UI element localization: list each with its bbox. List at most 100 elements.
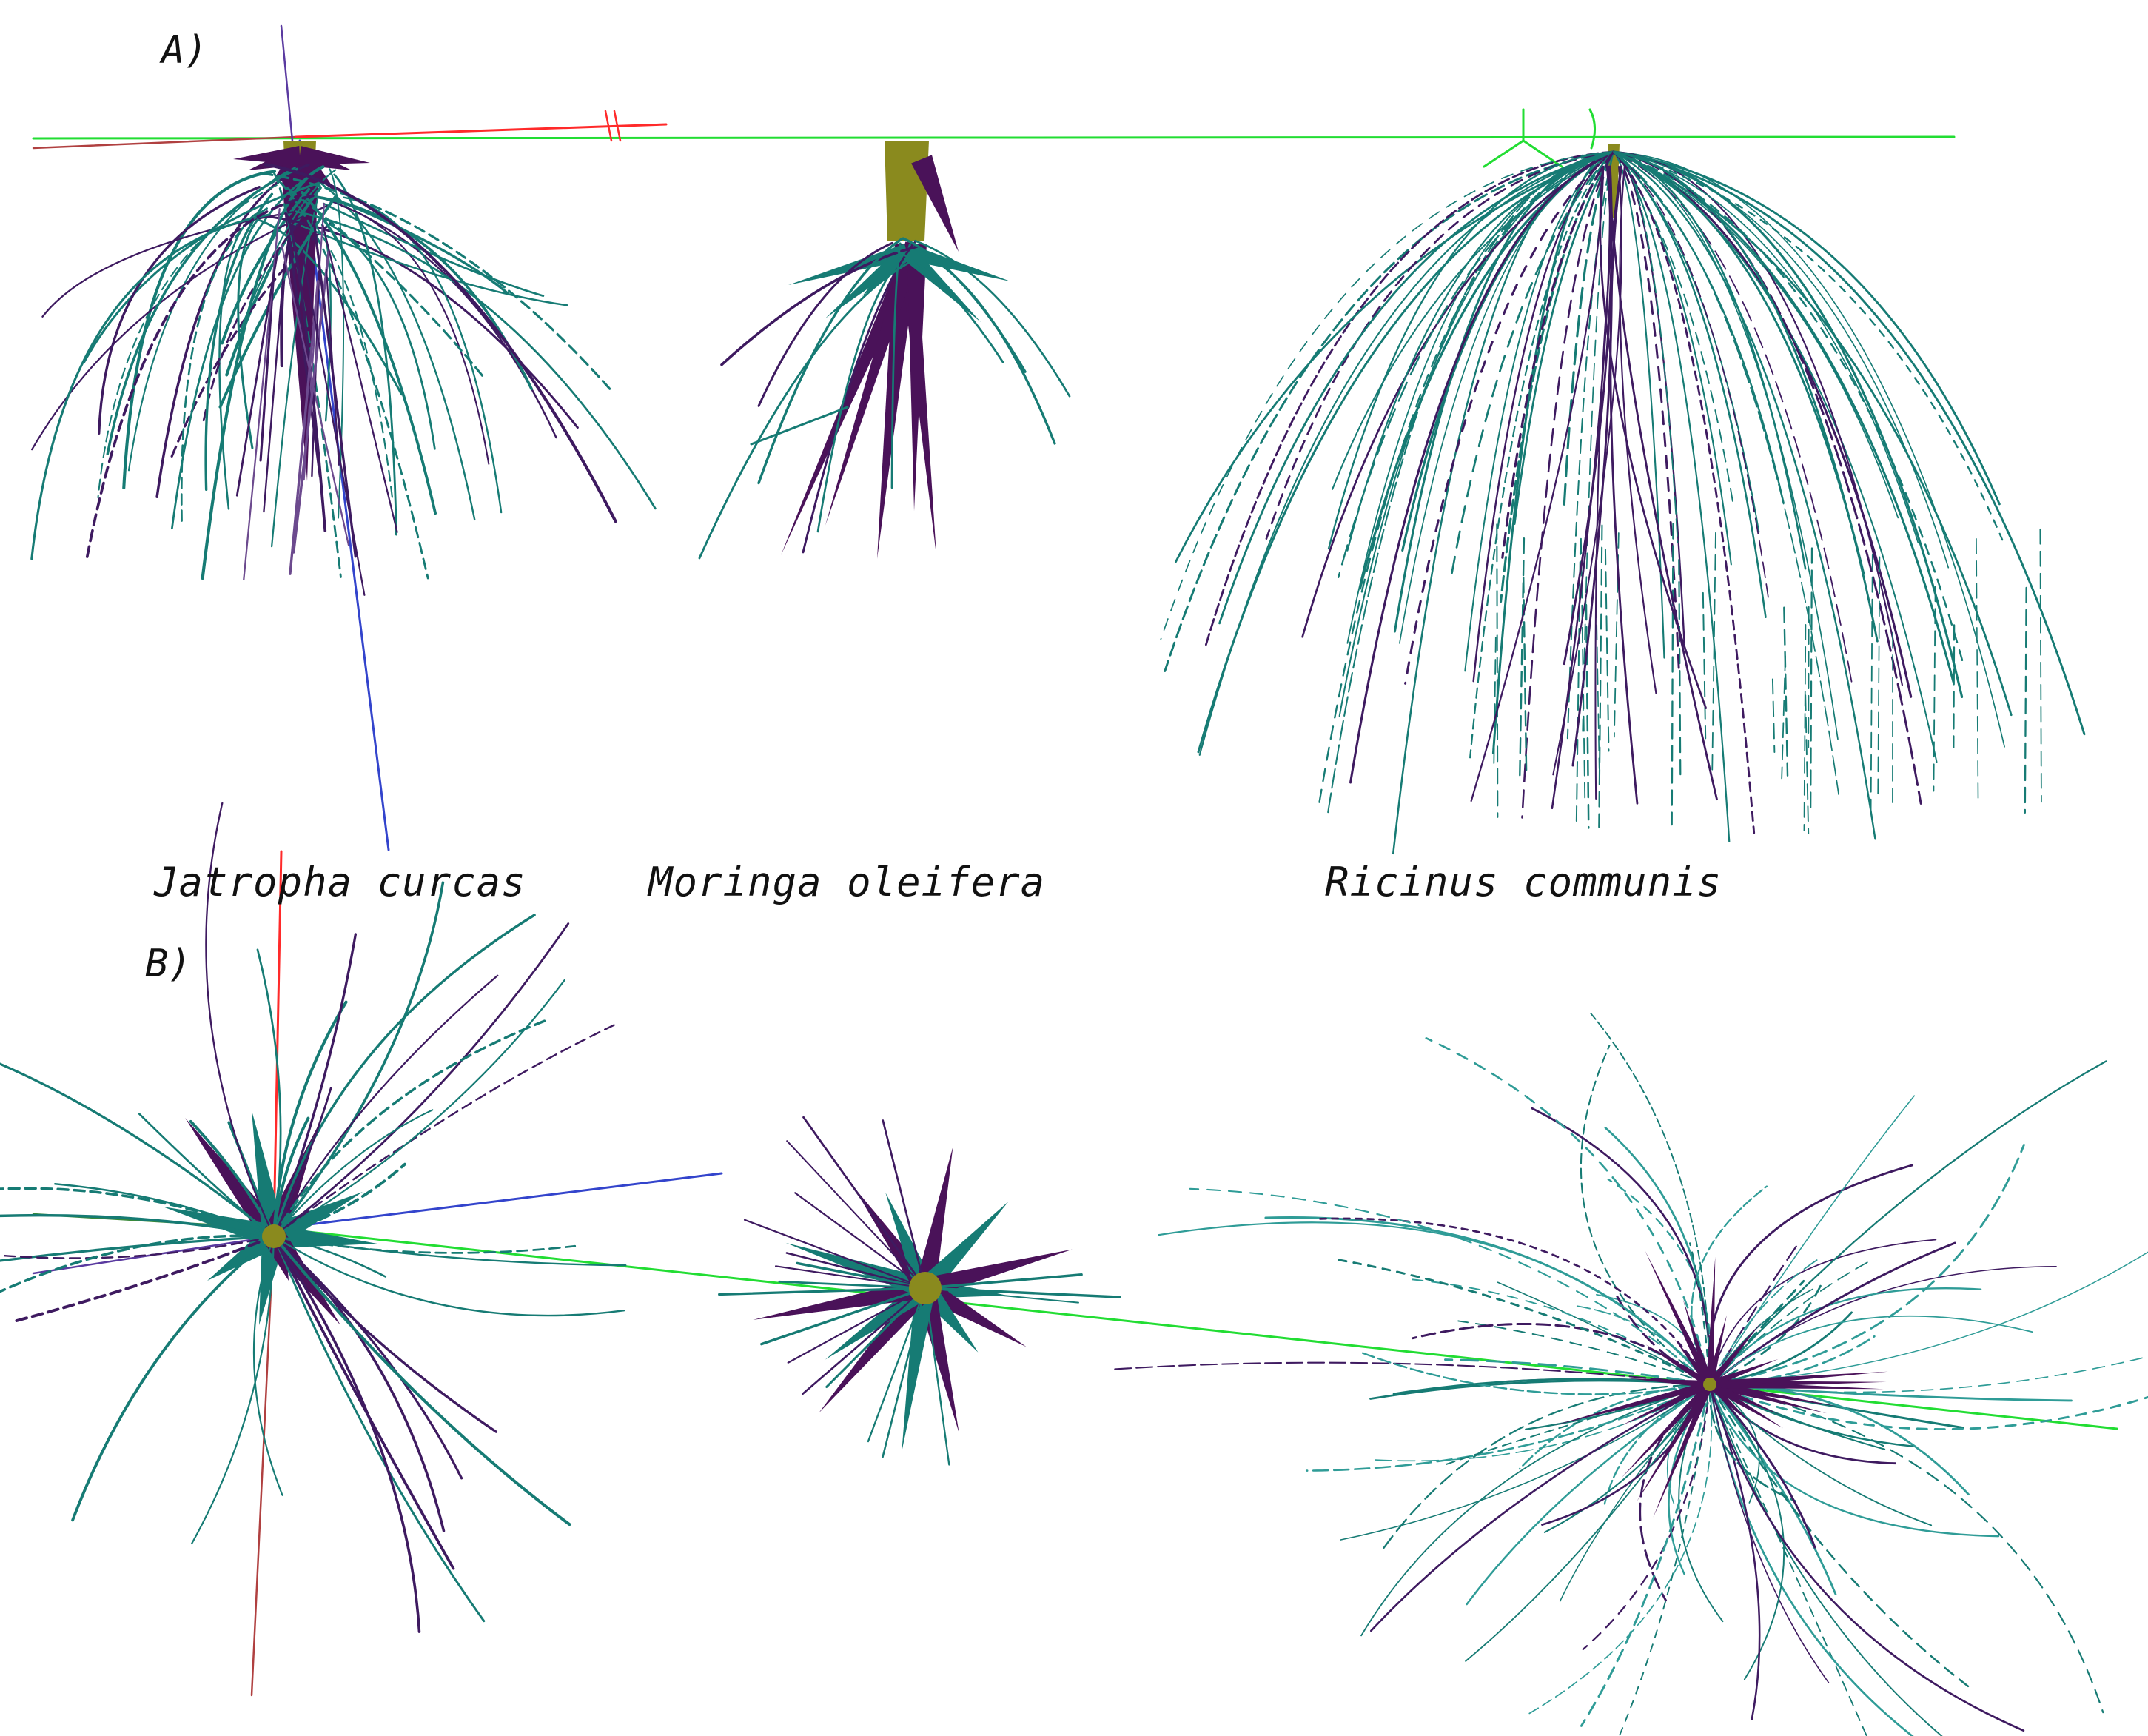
top-moringa-root-4 — [801, 1287, 927, 1395]
top-jatropha-root-14 — [272, 1235, 625, 1317]
top-ricinus-spike-10 — [1645, 1250, 1714, 1387]
top-ricinus-root-51 — [1425, 1036, 1711, 1386]
top-ricinus-root-29 — [1709, 1384, 1830, 1683]
ricinus-vertical-root-16 — [1870, 554, 1873, 814]
ricinus-lateral-root-61 — [1521, 150, 1615, 819]
top-ricinus-root-32 — [1360, 1384, 1711, 1637]
ricinus-vertical-root-5 — [2024, 586, 2027, 814]
jatropha-lateral-root-42 — [204, 192, 274, 492]
ricinus-vertical-root-20 — [1711, 532, 1716, 773]
top-jatropha-root-33 — [256, 948, 282, 1238]
top-jatropha-root-39 — [252, 1235, 283, 1496]
top-jatropha-root-26 — [54, 1182, 275, 1238]
top-jatropha-root-12 — [189, 1119, 275, 1238]
moringa-tuber-root-3 — [825, 241, 923, 526]
jatropha-lateral-root-7 — [225, 186, 322, 377]
ricinus-lateral-root-55 — [1612, 150, 1767, 618]
jatropha-deep-root-1 — [288, 239, 322, 478]
top-ricinus-root-46 — [1580, 1045, 1711, 1386]
ricinus-lateral-root-60 — [1612, 150, 1865, 575]
axis-x-tick-2 — [613, 110, 622, 142]
top-axis-x-lower — [250, 1227, 275, 1697]
jatropha-lateral-root-47 — [237, 218, 259, 449]
ricinus-lateral-root-49 — [1612, 150, 1964, 664]
top-moringa-root-0 — [785, 1252, 927, 1290]
moringa-stem — [885, 141, 929, 241]
jatropha-lateral-root-15 — [170, 176, 309, 530]
ricinus-vertical-root-24 — [1585, 603, 1590, 829]
ricinus-lateral-root-17 — [1198, 150, 1615, 756]
top-ricinus-spike-0 — [1553, 1381, 1711, 1426]
top-jatropha-root-22 — [0, 1235, 275, 1259]
top-ricinus-spike-18 — [1707, 1321, 1762, 1387]
top-ricinus-root-71 — [1709, 1315, 2033, 1385]
ricinus-vertical-root-13 — [1933, 586, 1936, 792]
top-ricinus-root-5 — [1576, 1305, 1711, 1385]
top-moringa-root-7 — [774, 1265, 927, 1290]
jatropha-deep-root-10 — [289, 280, 320, 575]
jatropha-lateral-root-27 — [340, 205, 490, 465]
ricinus-vertical-root-17 — [1575, 539, 1582, 822]
top-ricinus-root-79 — [1189, 1187, 1711, 1386]
ricinus-lateral-root-51 — [1612, 150, 2001, 506]
jatropha-lateral-root-17 — [259, 214, 579, 429]
axis-z-upper-segment — [280, 24, 294, 142]
jatropha-lateral-root-1 — [256, 218, 403, 396]
jatropha-lateral-root-20 — [82, 182, 320, 363]
top-axis-z-right — [272, 1172, 723, 1230]
top-ricinus-root-40 — [1708, 1383, 1796, 1502]
jatropha-deep-root-7 — [281, 244, 350, 546]
ricinus-lateral-root-53 — [1612, 150, 1879, 643]
ricinus-lateral-root-25 — [1613, 151, 1938, 763]
top-moringa-root-1 — [796, 1261, 927, 1290]
top-ricinus-spike-8 — [1628, 1378, 1711, 1388]
moringa-crown-spike-0 — [788, 244, 909, 285]
panel-a-side-view — [30, 24, 2086, 855]
ricinus-lateral-root-56 — [1612, 150, 1955, 683]
top-ricinus-spike-12 — [1660, 1353, 1712, 1388]
top-jatropha-root-28 — [272, 1235, 421, 1633]
top-ricinus-root-78 — [1526, 1384, 1713, 1716]
top-moringa-spike-11 — [915, 1147, 953, 1290]
top-moringa-root-12 — [867, 1287, 927, 1443]
jatropha-lateral-root-2 — [221, 187, 311, 345]
ricinus-lateral-root-31 — [1204, 150, 1615, 648]
ricinus-vertical-root-28 — [1595, 602, 1600, 770]
ricinus-vertical-root-7 — [2039, 528, 2042, 803]
ricinus-vertical-root-12 — [1783, 606, 1789, 777]
top-ricinus-root-21 — [1708, 1383, 1837, 1595]
ricinus-lateral-root-5 — [1469, 150, 1615, 759]
ricinus-lateral-root-69 — [1613, 151, 1839, 795]
ricinus-lateral-root-67 — [1501, 150, 1615, 559]
panel-b-jatropha-root — [0, 802, 627, 1633]
top-ricinus-root-54 — [1708, 1383, 2104, 1714]
ricinus-lateral-root-26 — [1500, 150, 1615, 603]
ricinus-lateral-root-46 — [1613, 151, 1769, 598]
top-ricinus-root-22 — [1580, 1383, 1711, 1727]
ricinus-lateral-root-62 — [1218, 150, 1615, 625]
top-jatropha-root-9 — [71, 1235, 275, 1522]
ricinus-vertical-root-1 — [1805, 694, 1810, 834]
top-ricinus-root-36 — [1708, 1144, 2025, 1386]
top-ricinus-spike-11 — [1653, 1383, 1714, 1518]
panel-b-ricinus-root — [1112, 1013, 2148, 1736]
ricinus-vertical-root-14 — [1702, 591, 1707, 740]
jatropha-lateral-root-6 — [97, 184, 278, 499]
ricinus-lateral-root-43 — [1513, 150, 1615, 526]
top-jatropha-root-13 — [272, 1235, 446, 1532]
top-moringa-root-10 — [882, 1287, 927, 1458]
jatropha-lateral-root-3 — [122, 170, 277, 490]
ricinus-lateral-root-1 — [1566, 150, 1615, 740]
ricinus-lateral-root-2 — [1612, 150, 1731, 842]
axis-x-tick-1 — [604, 110, 613, 142]
ricinus-lateral-root-66 — [1346, 150, 1615, 552]
top-ricinus-root-68 — [1382, 1383, 1711, 1549]
ricinus-lateral-root-52 — [1472, 150, 1615, 683]
jatropha-deep-root-13 — [301, 250, 366, 596]
ricinus-vertical-root-8 — [1771, 678, 1776, 753]
top-moringa-root-3 — [743, 1219, 927, 1290]
ricinus-vertical-root-15 — [1598, 524, 1603, 828]
ricinus-vertical-root-23 — [1803, 624, 1807, 832]
moringa-tuber-root-4 — [907, 244, 927, 511]
